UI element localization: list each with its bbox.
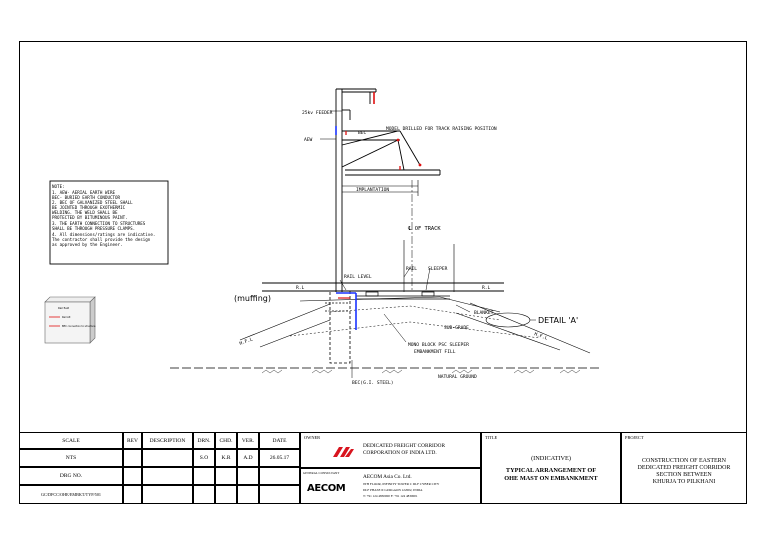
ground-hatching — [261, 369, 581, 374]
rev-cell — [123, 467, 142, 485]
rev-cell — [123, 485, 142, 504]
owner-name-line: DEDICATED FREIGHT CORRIDOR — [363, 443, 446, 449]
drn-value: S.O — [193, 449, 215, 467]
rail-level-label: RAIL LEVEL — [344, 274, 372, 280]
note-line: as approved by the Engineer. — [52, 242, 123, 247]
rl-left-label: R.L — [296, 285, 305, 291]
scale-value: NTS — [19, 449, 123, 467]
title-block: SCALE NTS DRG NO. GC/DFCC/OHE/EMBKT/TYP/… — [19, 432, 747, 504]
hfl-right-label: H.F.L — [533, 331, 548, 341]
note-line: BE JOINTED THROUGH EXOTHERMIC — [52, 205, 126, 210]
date-cell — [259, 467, 300, 485]
ohe-colored-details — [335, 92, 422, 170]
project-line: DEDICATED FREIGHT CORRIDOR — [637, 465, 731, 471]
title-cell: TITLE (INDICATIVE) TYPICAL ARRANGEMENT O… — [481, 432, 621, 504]
consultant-phone: T: +91 124 4830000 F: +91 124 4830001 — [363, 494, 418, 498]
note-line: 4. All dimensions/ratings are indicative… — [52, 232, 155, 237]
implantation-label: IMPLANTATION — [356, 187, 389, 193]
owner-label: OWNER — [304, 435, 321, 440]
consultant-label: GENERAL CONSULTANT — [303, 471, 340, 475]
chd-value: K.R — [215, 449, 237, 467]
note-line: The contractor shall provide the design — [52, 237, 151, 242]
feeder-label: 25kv FEEDER — [302, 110, 333, 116]
note-line: WELDING. THE WELD SHALL BE — [52, 210, 118, 215]
note-line: SHALL BE THROUGH PRESSURE CLAMPS. — [52, 226, 135, 231]
drg-no-label: DRG NO. — [19, 467, 123, 485]
aew-label: AEW — [304, 137, 313, 143]
note-title: NOTE: — [52, 184, 65, 189]
drawing-labels: 25kv FEEDER AEW BEC MODEL DRILLED FOR TR… — [234, 110, 578, 386]
date-cell — [259, 485, 300, 504]
title-label: TITLE — [485, 435, 498, 440]
consultant-cell: GENERAL CONSULTANT AECOM AECOM Asia Co. … — [300, 468, 481, 504]
chd-cell — [215, 467, 237, 485]
bec-connection — [336, 292, 357, 330]
note-line: 2. BEC OF GALVANIZED STEEL SHALL — [52, 200, 133, 205]
consultant-name: AECOM Asia Co. Ltd. — [363, 474, 412, 480]
dfc-logo-icon — [333, 447, 354, 457]
note-line: 1. AEW- AERIAL EARTH WIRE — [52, 190, 116, 195]
scale-label: SCALE — [19, 432, 123, 449]
drn-header: DRN. — [193, 432, 215, 449]
mono-block-label: MONO BLOCK PSC SLEEPER — [408, 342, 469, 348]
note-line: PROTECTED BY BITUMINOUS PAINT. — [52, 215, 128, 220]
embankment-label: EMBANKMENT FILL — [414, 349, 456, 355]
legend-title: Rail field — [58, 306, 70, 310]
description-cell — [142, 485, 193, 504]
bec-steel-label: BEC(G.I. STEEL) — [352, 380, 394, 386]
project-line: KHURJA TO PILKHANI — [652, 479, 716, 485]
rl-right-label: R.L — [482, 285, 491, 291]
rev-cell — [123, 449, 142, 467]
rev-header: REV — [123, 432, 142, 449]
centre-line-label: ℄ OF TRACK — [407, 226, 441, 232]
hfl-left-label: H.F.L — [239, 336, 254, 346]
ver-cell — [237, 467, 259, 485]
date-header: DATE — [259, 432, 300, 449]
detail-label: DETAIL 'A' — [538, 316, 578, 325]
chd-header: CHD. — [215, 432, 237, 449]
owner-cell: OWNER DEDICATED FREIGHT CORRIDOR CORPORA… — [300, 432, 481, 468]
drn-cell — [193, 485, 215, 504]
title-line: OHE MAST ON EMBANKMENT — [504, 475, 598, 482]
legend-item: BEC connection to structure — [62, 325, 96, 328]
aecom-logo: AECOM — [307, 483, 346, 494]
mast-foundation — [325, 290, 351, 364]
consultant-address: DLF PHASE II GURGAON 122002, INDIA — [363, 488, 423, 492]
drn-cell — [193, 467, 215, 485]
project-label: PROJECT — [625, 435, 644, 440]
blanket-label: BLANKET — [474, 310, 494, 316]
description-cell — [142, 467, 193, 485]
title-line: TYPICAL ARRANGEMENT OF — [505, 467, 597, 474]
formation — [170, 267, 600, 378]
ver-header: VER. — [237, 432, 259, 449]
consultant-address: 9TH FLOOR, INFINITY TOWER C DLF CYBER CI… — [363, 482, 440, 486]
natural-ground-label: NATURAL GROUND — [438, 374, 477, 380]
ver-cell — [237, 485, 259, 504]
owner-name-line: CORPORATION OF INDIA LTD. — [363, 450, 437, 456]
subgrade-label: SUB-GRADE — [444, 325, 469, 331]
muffing-label: (muffing) — [234, 294, 271, 303]
legend-box: Rail field Rail Alt BEC connection to st… — [44, 296, 96, 344]
rail-label: RAIL — [406, 266, 417, 272]
project-cell: PROJECT CONSTRUCTION OF EASTERN DEDICATE… — [621, 432, 747, 504]
bec-label: BEC — [358, 130, 367, 136]
ver-value: A.D — [237, 449, 259, 467]
project-line: CONSTRUCTION OF EASTERN — [641, 458, 726, 464]
drg-no-value: GC/DFCC/OHE/EMBKT/TYP/501 — [19, 485, 123, 504]
legend-item: Rail Alt — [62, 316, 70, 319]
note-box: NOTE: 1. AEW- AERIAL EARTH WIRE BEC- BUR… — [49, 180, 169, 265]
date-value: 26.05.17 — [259, 449, 300, 467]
sleeper-label: SLEEPER — [428, 266, 448, 272]
project-line: SECTION BETWEEN — [656, 472, 712, 478]
chd-cell — [215, 485, 237, 504]
note-line: BEC- BURIED EARTH CONDUCTOR — [52, 195, 121, 200]
model-label: MODEL DRILLED FOR TRACK RAISING POSITION — [386, 126, 497, 132]
description-cell — [142, 449, 193, 467]
title-line: (INDICATIVE) — [531, 455, 571, 462]
note-line: 3. THE EARTH CONNECTION TO STRUCTURES — [52, 221, 146, 226]
description-header: DESCRIPTION — [142, 432, 193, 449]
